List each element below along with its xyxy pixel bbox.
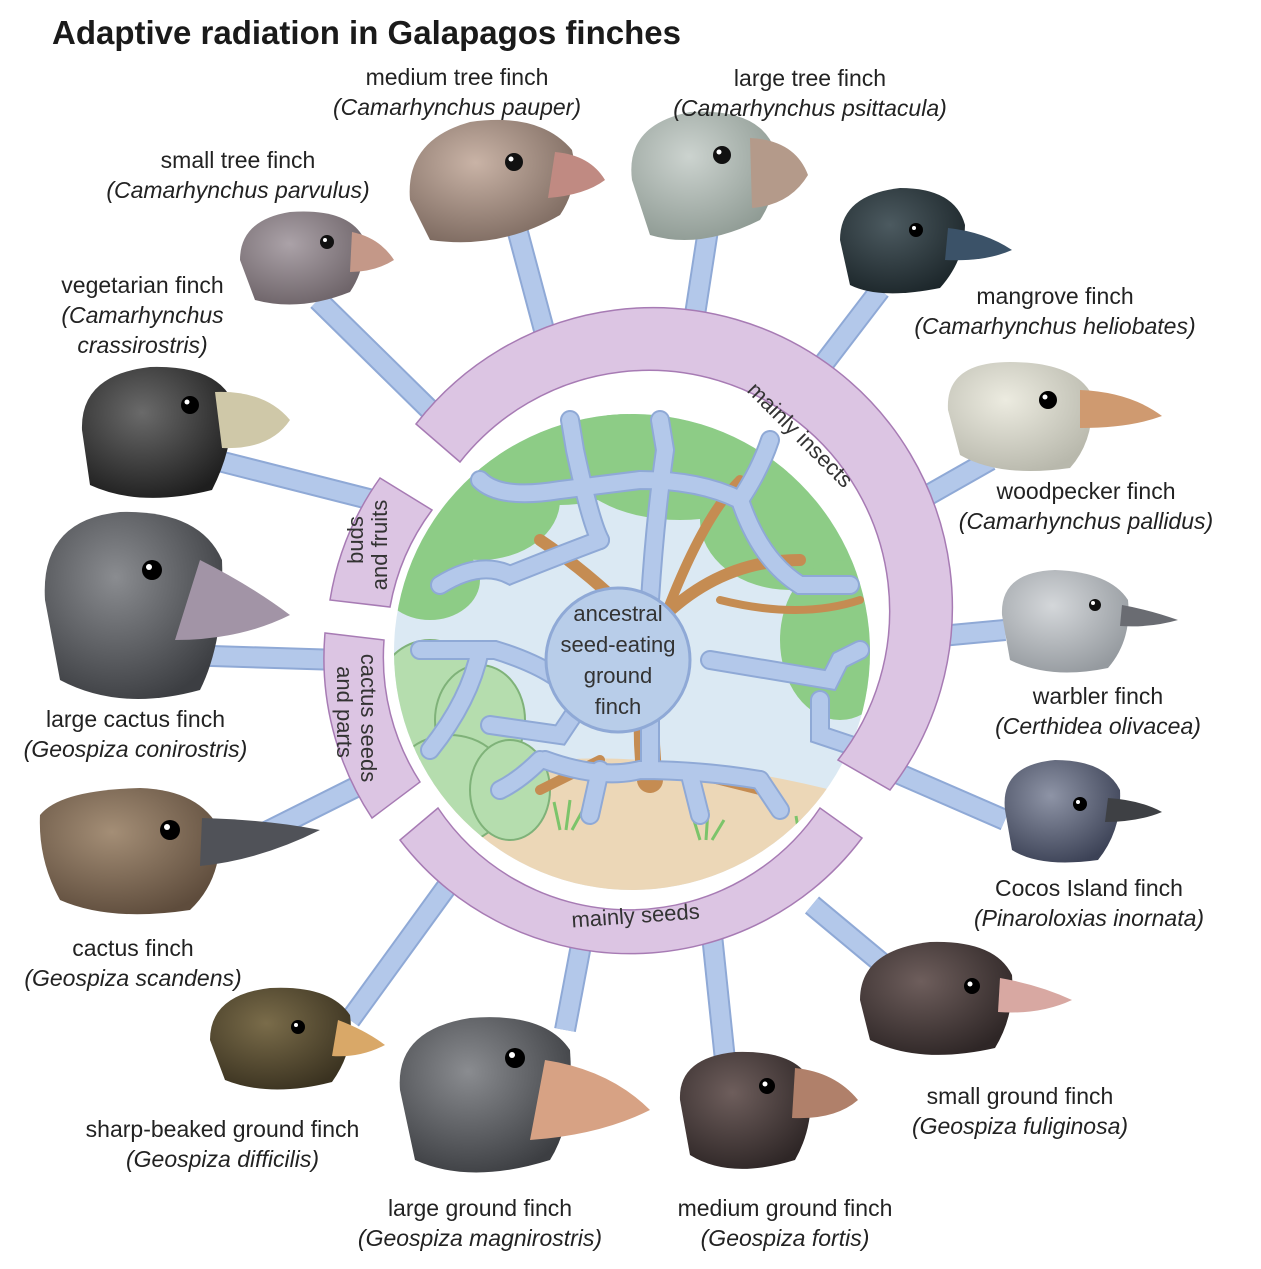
band-mainly-insects (414, 306, 954, 791)
finch-head-large-cactus-finch (44, 511, 290, 699)
common-name: small tree finch (160, 147, 316, 173)
scientific-name: (Geospiza magnirostris) (357, 1225, 603, 1251)
scientific-name: (Certhidea olivacea) (995, 713, 1201, 739)
finch-head-medium-ground-finch (679, 1051, 858, 1169)
label-cactus-line1: cactus seeds (356, 654, 381, 782)
finch-head-cocos-island-finch (1004, 760, 1162, 863)
scientific-name: (Geospiza conirostris) (23, 736, 248, 762)
finch-heads (39, 111, 1178, 1173)
finch-head-mangrove-finch (840, 188, 1012, 294)
label-small-ground-finch: small ground finch (Geospiza fuliginosa) (895, 1081, 1145, 1141)
scientific-name: (Camarhynchus heliobates) (914, 313, 1196, 339)
label-cactus-line2: and parts (332, 666, 357, 758)
label-large-ground-finch: large ground finch (Geospiza magnirostri… (340, 1193, 620, 1253)
diet-bands (323, 306, 954, 955)
finch-head-large-ground-finch (399, 1017, 650, 1173)
scientific-name: (Camarhynchus psittacula) (673, 95, 947, 121)
label-cactus-finch: cactus finch (Geospiza scandens) (8, 933, 258, 993)
ancestor-label-line: ground (583, 663, 653, 688)
label-medium-tree-finch: medium tree finch (Camarhynchus pauper) (312, 62, 602, 122)
scientific-name: (Pinaroloxias inornata) (973, 905, 1205, 931)
finch-head-sharp-beaked-ground-finch (210, 987, 385, 1090)
common-name: Cocos Island finch (995, 875, 1183, 901)
common-name: medium tree finch (365, 64, 549, 90)
scientific-name: (Geospiza difficilis) (126, 1146, 319, 1172)
scientific-name: (Camarhynchus pallidus) (958, 508, 1214, 534)
finch-head-warbler-finch (1001, 570, 1178, 673)
label-cocos-island-finch: Cocos Island finch (Pinaroloxias inornat… (955, 873, 1223, 933)
label-buds-line1: buds (343, 516, 368, 564)
common-name: warbler finch (1032, 683, 1164, 709)
scientific-name: (Camarhynchus parvulus) (106, 177, 370, 203)
scientific-name: (Geospiza fortis) (700, 1225, 870, 1251)
label-medium-ground-finch: medium ground finch (Geospiza fortis) (655, 1193, 915, 1253)
scientific-name: (Camarhynchus pauper) (332, 94, 581, 120)
finch-head-small-tree-finch (240, 211, 394, 305)
scientific-name: (Geospiza scandens) (24, 965, 242, 991)
page-title: Adaptive radiation in Galapagos finches (52, 14, 681, 51)
common-name: woodpecker finch (996, 478, 1176, 504)
finch-head-small-ground-finch (860, 941, 1072, 1055)
ancestor-label: ancestral seed-eating ground finch (548, 598, 688, 722)
finch-head-large-tree-finch (631, 111, 808, 240)
ancestor-label-line: seed-eating (560, 632, 676, 657)
scientific-name: (Camarhynchus (61, 302, 224, 328)
common-name: small ground finch (926, 1083, 1114, 1109)
common-name: vegetarian finch (61, 272, 224, 298)
band-mainly-seeds (398, 806, 864, 955)
label-woodpecker-finch: woodpecker finch (Camarhynchus pallidus) (940, 476, 1232, 536)
common-name: large ground finch (387, 1195, 573, 1221)
ancestor-label-line: finch (594, 694, 642, 719)
band-buds-fruits (329, 476, 434, 608)
label-buds-line2: and fruits (367, 500, 392, 591)
common-name: large tree finch (733, 65, 887, 91)
common-name: medium ground finch (677, 1195, 893, 1221)
scientific-name: (Geospiza fuliginosa) (911, 1113, 1129, 1139)
label-large-tree-finch: large tree finch (Camarhynchus psittacul… (650, 63, 970, 123)
finch-head-cactus-finch (39, 788, 320, 915)
label-vegetarian-finch: vegetarian finch (Camarhynchus crassiros… (30, 270, 255, 360)
finch-head-woodpecker-finch (947, 362, 1162, 472)
band-cactus (323, 632, 422, 820)
common-name: mangrove finch (976, 283, 1134, 309)
finch-head-medium-tree-finch (409, 119, 605, 243)
label-sharp-beaked-ground-finch: sharp-beaked ground finch (Geospiza diff… (60, 1114, 385, 1174)
ancestor-circle (544, 586, 692, 734)
common-name: sharp-beaked ground finch (85, 1116, 360, 1142)
label-mangrove-finch: mangrove finch (Camarhynchus heliobates) (895, 281, 1215, 341)
common-name: cactus finch (72, 935, 194, 961)
finch-head-vegetarian-finch (81, 366, 290, 498)
common-name: large cactus finch (46, 706, 225, 732)
scientific-name-cont: crassirostris) (77, 332, 208, 358)
label-small-tree-finch: small tree finch (Camarhynchus parvulus) (88, 145, 388, 205)
ancestor-label-line: ancestral (573, 601, 663, 626)
label-large-cactus-finch: large cactus finch (Geospiza conirostris… (8, 704, 263, 764)
label-warbler-finch: warbler finch (Certhidea olivacea) (978, 681, 1218, 741)
